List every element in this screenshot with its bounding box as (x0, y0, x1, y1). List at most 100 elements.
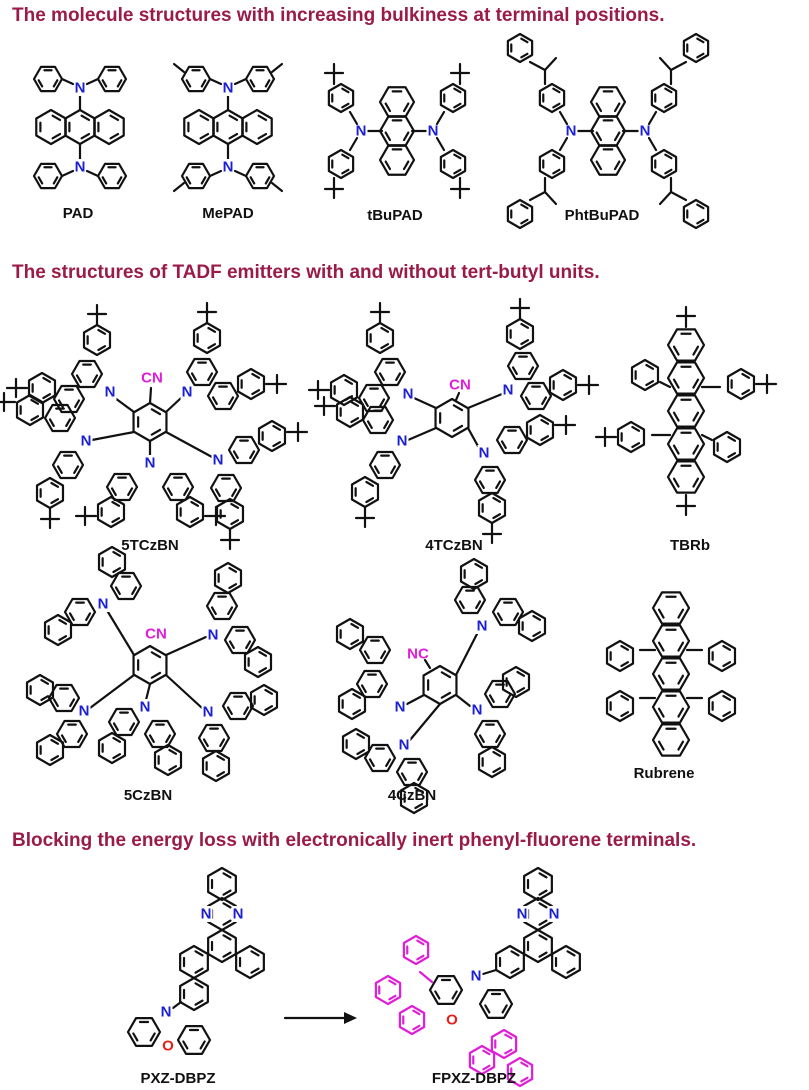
nitrogen-atom-label: N (501, 382, 515, 399)
nitrogen-atom-label-text: N (479, 445, 490, 462)
nitrogen-atom-label-text: N (397, 433, 408, 450)
hexagon-ring (96, 495, 126, 529)
nitrogen-atom-label: N (426, 123, 440, 140)
tert-butyl-group (675, 493, 697, 517)
hexagon-ring (630, 358, 660, 392)
hexagon-ring (491, 597, 525, 627)
hexagon-ring (143, 719, 177, 749)
hexagon-ring (97, 545, 127, 579)
hexagon-ring (523, 928, 553, 964)
nitrogen-atom-label-text: N (356, 123, 367, 140)
hexagon-ring (107, 707, 141, 737)
hexagon-ring (105, 472, 139, 502)
hexagon-ring (525, 413, 555, 447)
hexagon-ring (551, 944, 581, 980)
hexagon-ring (96, 162, 128, 190)
nitrogen-atom-label-text: N (203, 704, 214, 721)
hexagon-ring (459, 557, 489, 591)
hexagon-ring (244, 162, 276, 190)
hexagon-ring (651, 591, 691, 625)
hexagon-ring (207, 866, 237, 902)
nitrogen-atom-label-text: N (161, 1004, 172, 1021)
hexagon-ring (350, 475, 380, 509)
nitrogen-atom-label: N (401, 386, 415, 403)
hexagon-ring (651, 657, 691, 691)
tert-butyl-group (196, 301, 218, 325)
hexagon-ring (548, 368, 578, 402)
tert-butyl-group (264, 373, 288, 395)
oxygen-atom-label-text: O (446, 1012, 458, 1029)
hexagon-ring (707, 689, 737, 723)
nitrogen-atom-label: N (159, 1004, 173, 1021)
tert-butyl-group (313, 395, 337, 417)
hexagon-ring (374, 974, 402, 1006)
hexagon-ring (35, 476, 65, 510)
nitrogen-atom-label: N (73, 80, 87, 97)
nitrogen-atom-label-text: N (233, 906, 244, 923)
nitrogen-atom-label-text: N (140, 699, 151, 716)
tbrb-label: TBRb (670, 537, 710, 554)
nitrogen-atom-label-text: N (549, 906, 560, 923)
hexagon-ring (495, 425, 529, 455)
tert-butyl-group (323, 176, 345, 200)
hexagon-ring (378, 115, 416, 147)
hexagon-ring (55, 719, 89, 749)
nitrogen-atom-label: N (397, 737, 411, 754)
pad-label: PAD (63, 205, 94, 222)
hexagon-ring (179, 944, 209, 980)
nitrogen-atom-label: N (73, 159, 87, 176)
pad-anthracene-core (35, 108, 125, 146)
nitrogen-atom-label: N (201, 704, 215, 721)
tbupad-structure: N N (323, 62, 471, 200)
hexagon-ring (589, 115, 627, 147)
hexagon-ring (378, 144, 416, 176)
tert-butyl-group (594, 426, 618, 448)
nitrogen-atom-label-text: N (472, 702, 483, 719)
hexagon-ring (337, 687, 367, 721)
hexagon-ring (25, 673, 55, 707)
nitrogen-atom-label: N (638, 123, 652, 140)
nitrogen-atom-label-text: N (79, 703, 90, 720)
nitrogen-atom-label-text: N (213, 452, 224, 469)
cyano-group-label: CN (448, 377, 472, 394)
hexagon-ring (378, 86, 416, 118)
hexagon-ring (478, 989, 514, 1019)
tert-butyl-group (354, 505, 376, 529)
hexagon-ring (207, 928, 237, 964)
hexagon-ring (335, 395, 365, 429)
nitrogen-atom-label: N (199, 906, 213, 923)
hexagon-ring (213, 561, 243, 595)
hexagon-ring (506, 351, 540, 381)
hexagon-ring (651, 690, 691, 724)
hexagon-ring (97, 731, 127, 765)
hexagon-ring (605, 689, 635, 723)
cyano-group-label: CN (140, 370, 164, 387)
hexagon-ring (249, 683, 279, 717)
hexagon-ring (439, 148, 467, 180)
nitrogen-atom-label: N (564, 123, 578, 140)
tert-butyl-group (39, 506, 61, 530)
tert-butyl-group (481, 521, 503, 545)
oxygen-atom-label: O (161, 1038, 175, 1055)
hexagon-ring (43, 613, 73, 647)
hexagon-ring (43, 403, 77, 433)
hexagon-ring (477, 745, 507, 779)
hexagon-ring (183, 108, 215, 146)
5tczbn-structure: CN N N N N N (0, 301, 309, 551)
nitrogen-atom-label: N (77, 703, 91, 720)
tert-butyl-group (449, 176, 471, 200)
hexagon-ring (192, 321, 222, 355)
hexagon-ring (109, 571, 143, 601)
hexagon-ring (453, 585, 487, 615)
hexagon-ring (712, 430, 742, 464)
nitrogen-atom-label: N (221, 159, 235, 176)
hexagon-ring (434, 397, 470, 439)
hexagon-ring (32, 65, 64, 93)
hexagon-ring (132, 401, 168, 443)
rubrene-label: Rubrene (634, 765, 695, 782)
nitrogen-atom-label-text: N (223, 80, 234, 97)
nitrogen-atom-label: N (231, 906, 245, 923)
section-heading-energy-loss: Blocking the energy loss with electronic… (12, 830, 696, 851)
hexagon-ring (176, 1025, 212, 1055)
